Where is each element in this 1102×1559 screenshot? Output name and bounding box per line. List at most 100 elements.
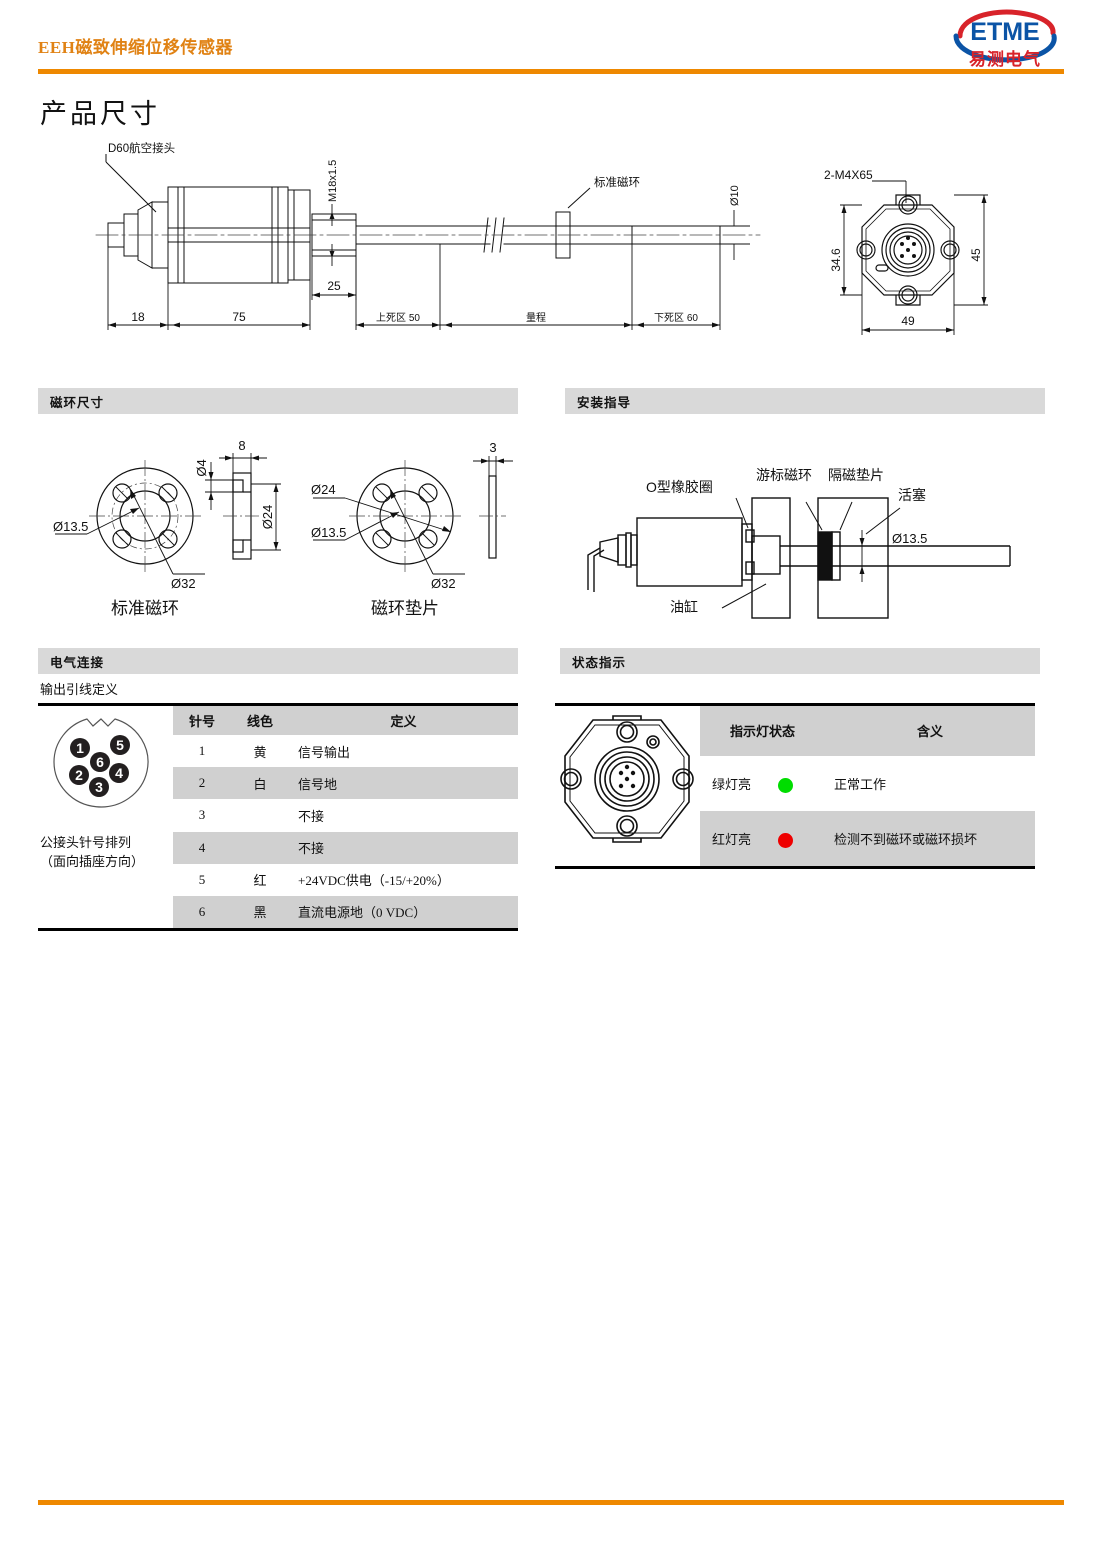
status-table-block: 指示灯状态 含义 绿灯亮 正常工作 红灯亮 检测不到磁环或磁环损坏 bbox=[555, 703, 1035, 869]
header-accent-rule bbox=[38, 69, 1064, 74]
callout-connector: D60航空接头 bbox=[108, 141, 175, 155]
table-row: 2 白 信号地 bbox=[38, 767, 518, 800]
svg-text:易测电气: 易测电气 bbox=[969, 49, 1041, 68]
electrical-subtitle: 输出引线定义 bbox=[40, 682, 119, 697]
table-row: 绿灯亮 正常工作 bbox=[555, 756, 1035, 811]
cell-color bbox=[231, 831, 289, 864]
page-header: EEH磁致伸缩位移传感器 ETME 易测电气 bbox=[0, 0, 1102, 80]
cell-pin: 6 bbox=[173, 895, 231, 928]
dim-stroke: 量程 bbox=[526, 312, 546, 324]
dim-thread-len: 25 bbox=[327, 279, 341, 293]
flange-end-view-drawing: 2-M4X65 34.6 45 bbox=[810, 165, 1040, 345]
dim-lower-dead-zone: 下死区 60 bbox=[654, 312, 698, 324]
callout-thread: M18x1.5 bbox=[327, 160, 339, 202]
magnet-ring-drawings: Ø13.5 Ø32 标准磁环 bbox=[45, 428, 535, 618]
cell-color: 红 bbox=[253, 873, 267, 889]
company-logo: ETME 易测电气 bbox=[950, 6, 1062, 68]
section-bar-install-guide: 安装指导 bbox=[565, 388, 1045, 414]
status-meaning-cell: 检测不到磁环或磁环损坏 bbox=[825, 810, 1035, 866]
label-shield-spacer: 隔磁垫片 bbox=[828, 467, 884, 483]
label-piston: 活塞 bbox=[898, 487, 926, 503]
std-ring-hole-dia: Ø4 bbox=[194, 459, 209, 476]
connector-pin-diagram: 1 5 6 2 4 3 bbox=[53, 718, 149, 808]
column-header-pin: 针号 bbox=[173, 706, 231, 736]
dim-connector-len: 18 bbox=[131, 310, 145, 324]
cell-color: 黄 bbox=[253, 744, 267, 760]
page-header-title: EEH磁致伸缩位移传感器 bbox=[38, 38, 233, 57]
cell-color bbox=[231, 799, 289, 831]
section-bar-magnet-dimensions: 磁环尺寸 bbox=[38, 388, 518, 414]
page-title: 产品尺寸 bbox=[40, 99, 160, 129]
status-table-bottom-rule bbox=[555, 866, 1035, 869]
connector-face-diagram bbox=[560, 715, 694, 843]
table-header-row: 指示灯状态 含义 bbox=[555, 706, 1035, 843]
spacer-ring-bolt-circle: Ø24 bbox=[311, 482, 336, 497]
pin-label-4: 4 bbox=[115, 765, 123, 781]
callout-magnet-ring: 标准磁环 bbox=[594, 175, 640, 189]
pin-definition-table: 1 5 6 2 4 3 bbox=[38, 706, 518, 928]
status-table-top-rule bbox=[555, 703, 1035, 706]
pin-label-6: 6 bbox=[96, 754, 104, 770]
green-led-icon bbox=[778, 778, 794, 794]
column-header-led-state: 指示灯状态 bbox=[700, 706, 825, 756]
electrical-table-top-rule bbox=[38, 703, 518, 706]
status-state-label: 绿灯亮 bbox=[712, 776, 752, 792]
section-bar-electrical-label: 电气连接 bbox=[50, 656, 105, 670]
pin-diagram-cell: 1 5 6 2 4 3 bbox=[38, 706, 173, 928]
product-dimension-drawing: D60航空接头 标准磁环 M18x1.5 Ø10 bbox=[60, 140, 820, 345]
table-row: 3 不接 bbox=[38, 799, 518, 831]
column-header-definition: 定义 bbox=[289, 706, 518, 736]
section-bar-status: 状态指示 bbox=[560, 648, 1040, 674]
spacer-ring-inner-dia: Ø13.5 bbox=[311, 525, 346, 540]
std-ring-inner-dia: Ø13.5 bbox=[53, 519, 88, 534]
install-guide-drawing: O型橡胶圈 游标磁环 隔磁垫片 活塞 油缸 Ø13.5 bbox=[570, 430, 1040, 619]
column-header-meaning: 含义 bbox=[825, 706, 1035, 756]
spacer-ring-caption: 磁环垫片 bbox=[371, 599, 439, 618]
pin-label-5: 5 bbox=[116, 737, 124, 753]
flange-height: 45 bbox=[969, 248, 983, 262]
callout-rod-dia: Ø10 bbox=[729, 185, 741, 206]
section-bar-status-label: 状态指示 bbox=[572, 656, 627, 670]
std-ring-outer-dia: Ø32 bbox=[171, 576, 196, 591]
status-indicator-table: 指示灯状态 含义 绿灯亮 正常工作 红灯亮 检测不到磁环或磁环损坏 bbox=[555, 706, 1035, 866]
table-row: 6 黑 直流电源地（0 VDC） bbox=[38, 895, 518, 928]
cell-pin: 2 bbox=[173, 767, 231, 800]
label-vernier-ring: 游标磁环 bbox=[756, 467, 812, 483]
cell-pin: 5 bbox=[198, 871, 206, 887]
dim-upper-dead-zone: 上死区 50 bbox=[376, 312, 420, 324]
pin-label-2: 2 bbox=[75, 767, 83, 783]
table-row: 红灯亮 检测不到磁环或磁环损坏 bbox=[555, 810, 1035, 866]
cell-definition: 不接 bbox=[289, 831, 518, 864]
label-bore-dia: Ø13.5 bbox=[892, 531, 927, 546]
table-row: 4 不接 bbox=[38, 831, 518, 864]
status-state-label: 红灯亮 bbox=[712, 831, 752, 847]
section-bar-electrical: 电气连接 bbox=[38, 648, 518, 674]
cell-definition: +24VDC供电（-15/+20%） bbox=[298, 873, 450, 889]
section-bar-install-guide-label: 安装指导 bbox=[577, 396, 632, 410]
cell-pin: 1 bbox=[198, 743, 206, 759]
cell-definition: 直流电源地（0 VDC） bbox=[289, 895, 518, 928]
cell-color: 黑 bbox=[231, 895, 289, 928]
spacer-ring-thickness: 3 bbox=[489, 440, 496, 455]
pin-caption-line-2: （面向插座方向） bbox=[40, 853, 145, 869]
svg-text:ETME: ETME bbox=[970, 18, 1039, 46]
red-led-icon bbox=[778, 833, 794, 849]
cell-pin: 4 bbox=[173, 831, 231, 864]
cell-definition: 不接 bbox=[298, 808, 325, 824]
dim-body-len: 75 bbox=[232, 310, 246, 324]
label-cylinder: 油缸 bbox=[670, 599, 698, 615]
cell-definition: 信号输出 bbox=[298, 744, 351, 760]
electrical-table-bottom-rule bbox=[38, 928, 518, 931]
cell-definition: 信号地 bbox=[289, 767, 518, 800]
pin-label-1: 1 bbox=[76, 740, 84, 756]
section-bar-magnet-dimensions-label: 磁环尺寸 bbox=[50, 396, 105, 410]
footer-accent-rule bbox=[38, 1500, 1064, 1505]
table-row: 1 黄 信号输出 bbox=[38, 735, 518, 767]
flange-bolt-circle: 34.6 bbox=[829, 248, 843, 272]
spacer-ring-outer-dia: Ø32 bbox=[431, 576, 456, 591]
pin-caption-line-1: 公接头针号排列 bbox=[40, 835, 132, 850]
flange-width: 49 bbox=[901, 314, 915, 328]
status-meaning-cell: 正常工作 bbox=[834, 776, 887, 792]
std-ring-thickness: 8 bbox=[238, 438, 245, 453]
